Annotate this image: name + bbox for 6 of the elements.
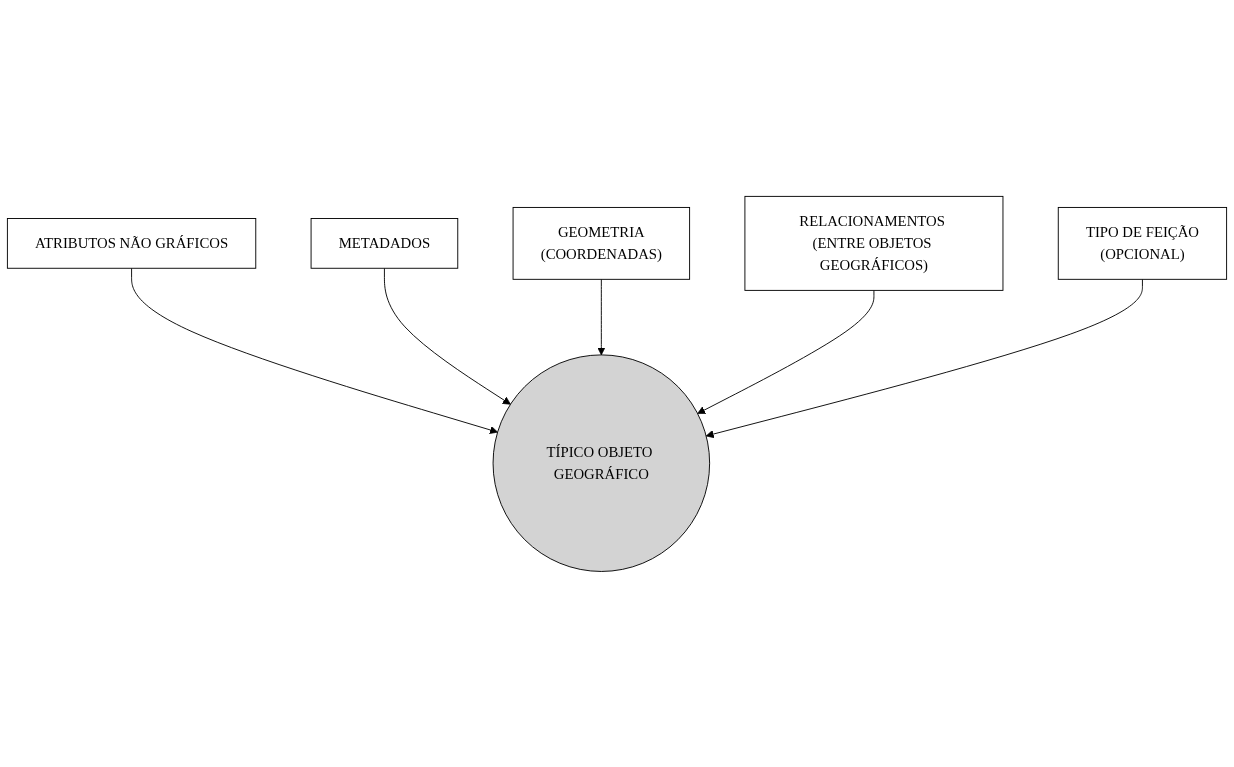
node-box: GEOMETRIA (COORDENADAS) <box>512 206 691 280</box>
node-circle: TÍPICO OBJETO GEOGRÁFICO <box>492 354 711 572</box>
node-box: RELACIONAMENTOS (ENTRE OBJETOS GEOGRÁFICOS) <box>744 195 1004 291</box>
node-box: METADADOS <box>310 217 459 269</box>
node-box: ATRIBUTOS NÃO GRÁFICOS <box>6 217 257 269</box>
node-box: TIPO DE FEIÇÃO (OPCIONAL) <box>1057 206 1228 280</box>
